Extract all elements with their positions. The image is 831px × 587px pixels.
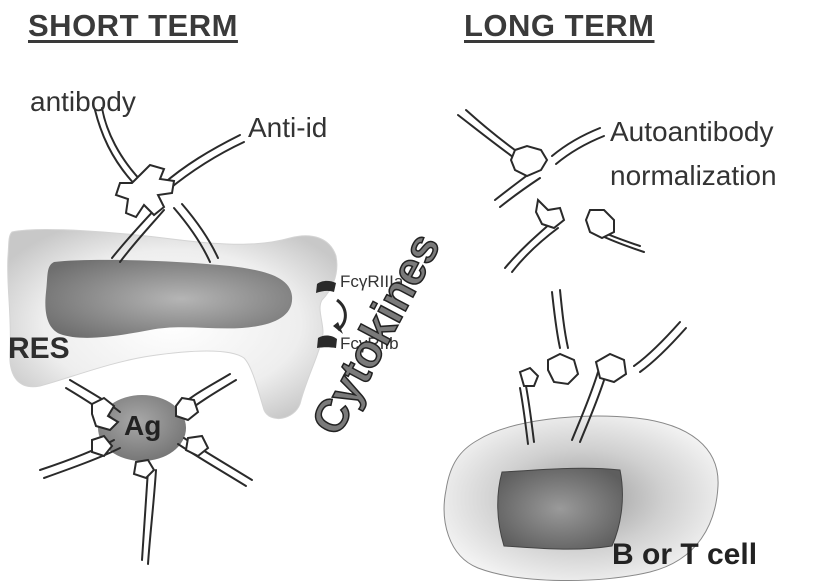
b-or-t-cell-label: B or T cell	[612, 538, 757, 572]
antigen-label: Ag	[124, 410, 161, 442]
fc-receptor-b-marker	[317, 335, 337, 348]
res-label: RES	[8, 332, 70, 366]
normalization-label: normalization	[610, 160, 777, 192]
long-term-heading: LONG TERM	[464, 8, 655, 44]
short-term-heading: SHORT TERM	[28, 8, 238, 44]
antibody-label: antibody	[30, 86, 136, 118]
receptor-switch-arrow	[333, 300, 345, 334]
res-cell	[8, 230, 337, 419]
autoantibody-label: Autoantibody	[610, 116, 773, 148]
anti-id-label: Anti-id	[248, 112, 327, 144]
